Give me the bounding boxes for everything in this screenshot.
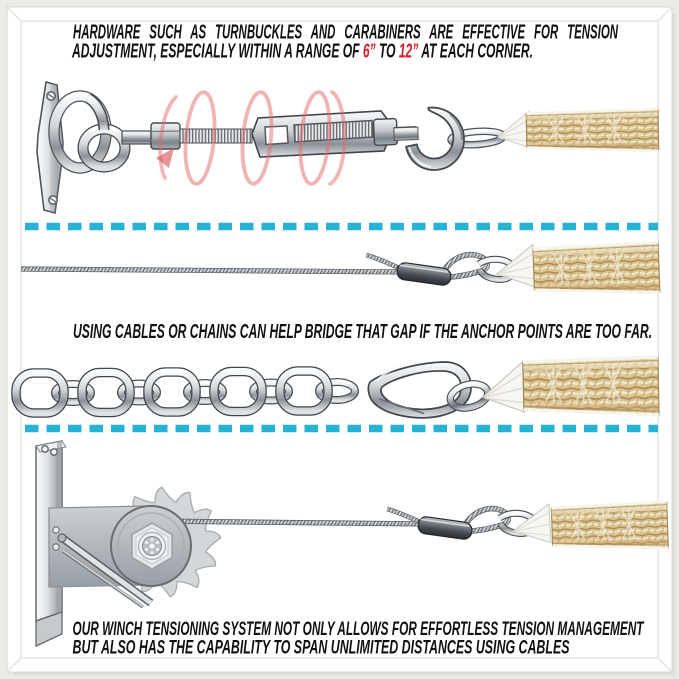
svg-text:OUR WINCH TENSIONING SYSTEM NO: OUR WINCH TENSIONING SYSTEM NOT ONLY ALL…: [73, 618, 645, 640]
svg-text:HARDWARE SUCH AS TURNBUCKLES A: HARDWARE SUCH AS TURNBUCKLES AND CARABIN…: [73, 22, 618, 44]
svg-text:BUT ALSO HAS THE CAPABILITY TO: BUT ALSO HAS THE CAPABILITY TO SPAN UNLI…: [73, 637, 570, 659]
svg-text:ADJUSTMENT, ESPECIALLY WITHIN: ADJUSTMENT, ESPECIALLY WITHIN A RANGE OF…: [71, 41, 533, 63]
svg-text:USING CABLES OR CHAINS CAN HEL: USING CABLES OR CHAINS CAN HELP BRIDGE T…: [73, 321, 652, 343]
